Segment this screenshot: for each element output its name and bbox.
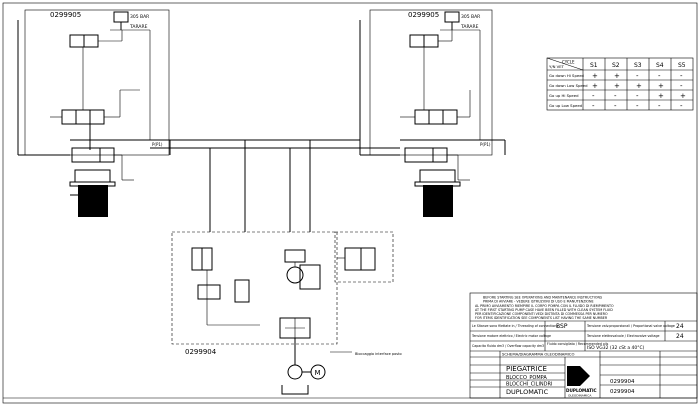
cell: + [592,72,598,80]
row-label: Go up Low Speed [549,103,583,108]
left-cylinder-circuit: 0299905 305 BAR TARARE [17,9,171,217]
row-label: Go up Hi Speed [549,93,579,98]
cell: - [614,102,617,110]
interconnect-lines: P(P1) P(P1) [150,139,491,232]
spec-value2: ISO VG32 (32 cSt a 40°C) [587,345,645,351]
cell: - [592,102,595,110]
spec-value2: 24 [676,323,684,330]
pump-block-circuit: 0299904 M Bloccaggio interface posto [171,231,402,395]
cell: + [592,82,598,90]
right-bar-label: 305 BAR [461,14,480,20]
spec-value: BSP [556,323,568,330]
col-s2: S2 [612,62,620,69]
col-s3: S3 [634,62,642,69]
logo-subtitle: OLEODINAMICA [568,394,592,398]
spec-label: Capacita fluido dm3 / Overflow capacity … [472,344,544,348]
spec-label2: Tensione elettrovalvole / Electrovalve v… [586,334,659,338]
drawing-number: 0299904 [610,389,635,395]
cell: + [614,82,620,90]
col-s1: S1 [590,62,598,69]
company-name: DUPLOMATIC [506,388,549,396]
scheme-label: SCHEMA/DIAGRAMMA OLEODINAMICO [502,352,574,357]
cell: - [680,72,683,80]
pump-block-code: 0299904 [185,348,217,356]
spec-value2: 24 [676,333,684,340]
blocking-label: Bloccaggio interface posto [355,352,402,356]
cell: + [658,82,664,90]
col-s5: S5 [678,62,686,69]
row-label: Go down Hi Speed [549,73,585,78]
col-s4: S4 [656,62,664,69]
cell: - [592,92,595,100]
right-cylinder-circuit: 0299905 305 BAR TARARE [359,9,506,217]
cell: + [680,92,686,100]
note-line: PRIMA DI AVVIARE - VEDERE ISTRUZIONI DI … [483,300,594,304]
logo-text: DUPLOMATIC [566,388,597,393]
spec-label2: Fluido consigliato / Recommended oils [547,342,609,346]
motor-label: M [315,369,321,377]
left-circuit-code: 0299905 [50,11,81,19]
cell: - [614,92,617,100]
row-label: Go down Low Speed [549,83,588,88]
duplomatic-logo: DUPLOMATIC OLEODINAMICA [566,366,597,398]
cell: + [636,82,642,90]
desc1: BLOCCO_POMPA [506,375,547,381]
cell: - [636,92,639,100]
cell: - [658,72,661,80]
left-bar-label: 305 BAR [130,14,149,20]
title-block: BEFORE STARTING SEE OPERATIONS AND MAINT… [469,292,698,399]
left-tarare-label: TARARE [129,24,148,30]
right-circuit-code: 0299905 [408,11,439,19]
left-cylinder [78,185,108,217]
note-line: AL PRIMO AVVIAMENTO RIEMPIRE IL CORPO PO… [475,304,614,308]
cell: - [680,82,683,90]
spec-label: Le Sitanze sono filettate in / Threading… [472,324,558,328]
spec-label2: Tensione valv.proporzionali / Proportion… [586,324,675,328]
pipe-label-left: P(P1) [152,142,163,147]
cell: - [636,102,639,110]
note-line: BEFORE STARTING SEE OPERATIONS AND MAINT… [483,296,602,300]
cell: - [658,102,661,110]
spec-label: Tensione motore elettrico / Electric mot… [471,334,551,338]
cell: - [680,102,683,110]
pipe-label-right: P(P1) [480,142,491,147]
project-name: PIEGATRICE [506,365,547,373]
note-line: PER IDENTIFICAZIONE COMPONENTI VEDI DIST… [475,312,608,316]
cycle-table: CYCLE Y/N VET S1 S2 S3 S4 S5 Go down Hi … [546,57,694,111]
right-tarare-label: TARARE [460,24,479,30]
cycle-corner: Y/N VET [549,64,565,69]
cell: - [636,72,639,80]
note-line: FOR ITEMS IDENTIFICATION SEE COMPONENTS … [475,316,608,320]
note-line: AT THE FIRST STARTING PUMP CASE HAVE BEE… [475,308,613,312]
drawing-number: 0299904 [610,379,635,385]
right-cylinder [423,185,453,217]
cycle-title: CYCLE [562,60,575,65]
cell: + [658,92,664,100]
desc2: BLOCCHI_CILINDRI [506,382,552,388]
cell: + [614,72,620,80]
